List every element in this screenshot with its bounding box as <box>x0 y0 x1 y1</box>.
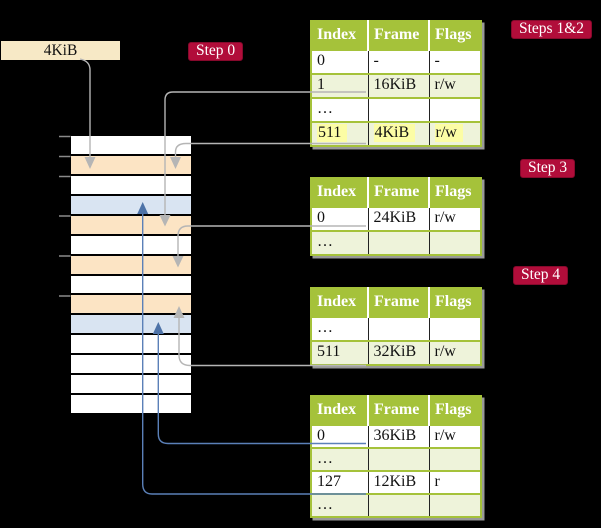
cell-frame: 16KiB <box>367 74 429 98</box>
step-4-badge: Step 4 <box>513 266 569 285</box>
cell-flags: r <box>428 471 481 494</box>
cell-index: … <box>317 100 333 117</box>
memory-row-peach <box>71 255 191 274</box>
cell-frame <box>367 448 429 471</box>
cell-flags <box>428 98 481 122</box>
steps-1-2-badge: Steps 1&2 <box>511 20 593 39</box>
column-header-frame: Frame <box>367 21 429 50</box>
table-header-row: Index Frame Flags <box>311 288 481 317</box>
memory-row-peach <box>71 215 191 234</box>
cell-index: … <box>317 319 333 336</box>
cell-index: 127 <box>317 472 341 490</box>
column-header-frame: Frame <box>367 396 429 425</box>
memory-row-white <box>71 235 191 254</box>
cell-flags: r/w <box>428 425 481 448</box>
cell-frame: - <box>367 50 429 74</box>
physical-memory-column <box>71 136 191 413</box>
cell-flags <box>428 494 481 517</box>
memory-row-white <box>71 136 191 154</box>
memory-row-peach <box>71 295 191 314</box>
page-table-level4: Index Frame Flags 0 - - 1 16KiB r/w … 51… <box>310 20 482 147</box>
cell-index: 511 <box>317 343 341 360</box>
cell-flags <box>428 448 481 471</box>
table-row: … <box>311 494 481 517</box>
cell-frame <box>367 317 429 341</box>
highlight: 511 <box>317 124 348 142</box>
cell-frame: 24KiB <box>367 207 429 231</box>
column-header-index: Index <box>311 21 368 50</box>
column-header-frame: Frame <box>367 178 429 207</box>
cr3-register-box: 4KiB <box>1 41 120 60</box>
column-header-index: Index <box>311 178 368 207</box>
cell-frame: 12KiB <box>367 471 429 494</box>
step-3-badge: Step 3 <box>520 159 576 178</box>
memory-row-white <box>71 175 191 194</box>
cell-frame: 32KiB <box>367 341 429 365</box>
column-header-frame: Frame <box>367 288 429 317</box>
cell-index: 0 <box>317 426 325 444</box>
table-row: … <box>311 231 481 255</box>
table-row: 511 32KiB r/w <box>311 341 481 365</box>
column-header-flags: Flags <box>428 21 481 50</box>
cell-flags: r/w <box>428 207 481 231</box>
column-header-index: Index <box>311 396 368 425</box>
cell-flags <box>428 317 481 341</box>
cell-index: 0 <box>317 209 325 226</box>
memory-row-white <box>71 335 191 354</box>
cell-flags <box>428 231 481 255</box>
memory-row-white <box>71 275 191 294</box>
table-row: 1 16KiB r/w <box>311 74 481 98</box>
cell-flags: r/w <box>428 74 481 98</box>
cell-frame <box>367 231 429 255</box>
page-table-level3: Index Frame Flags 0 24KiB r/w … <box>310 177 482 256</box>
cell-frame <box>367 494 429 517</box>
column-header-index: Index <box>311 288 368 317</box>
table-row: … <box>311 448 481 471</box>
table-header-row: Index Frame Flags <box>311 396 481 425</box>
column-header-flags: Flags <box>428 178 481 207</box>
cell-frame: 4KiB <box>367 122 429 146</box>
table-header-row: Index Frame Flags <box>311 178 481 207</box>
table-row: 0 - - <box>311 50 481 74</box>
step-0-badge: Step 0 <box>188 42 244 61</box>
table-row: 0 36KiB r/w <box>311 425 481 448</box>
cell-index: 0 <box>317 52 325 69</box>
table-row-highlighted: 511 4KiB r/w <box>311 122 481 146</box>
memory-row-peach <box>71 155 191 174</box>
cell-index: 1 <box>317 76 325 93</box>
memory-row-white <box>71 355 191 374</box>
cell-frame: 36KiB <box>367 425 429 448</box>
cell-index: … <box>317 495 333 513</box>
memory-row-white <box>71 395 191 413</box>
table-row: 127 12KiB r <box>311 471 481 494</box>
cell-frame <box>367 98 429 122</box>
memory-row-blue <box>71 315 191 334</box>
highlight: r/w <box>434 124 463 142</box>
table-row: … <box>311 317 481 341</box>
table-row: … <box>311 98 481 122</box>
cell-index: … <box>317 233 333 250</box>
memory-row-white <box>71 375 191 394</box>
memory-address-ticks <box>59 135 71 297</box>
cell-index: … <box>317 449 333 467</box>
column-header-flags: Flags <box>428 396 481 425</box>
cell-flags: r/w <box>428 341 481 365</box>
highlight: 4KiB <box>373 124 416 142</box>
cell-flags: - <box>428 50 481 74</box>
page-table-level2: Index Frame Flags … 511 32KiB r/w <box>310 287 482 366</box>
page-table-level1: Index Frame Flags 0 36KiB r/w … 127 12Ki… <box>310 395 482 518</box>
table-row: 0 24KiB r/w <box>311 207 481 231</box>
cell-index: 511 <box>311 122 368 146</box>
table-header-row: Index Frame Flags <box>311 21 481 50</box>
column-header-flags: Flags <box>428 288 481 317</box>
cell-flags: r/w <box>428 122 481 146</box>
memory-row-blue <box>71 195 191 214</box>
